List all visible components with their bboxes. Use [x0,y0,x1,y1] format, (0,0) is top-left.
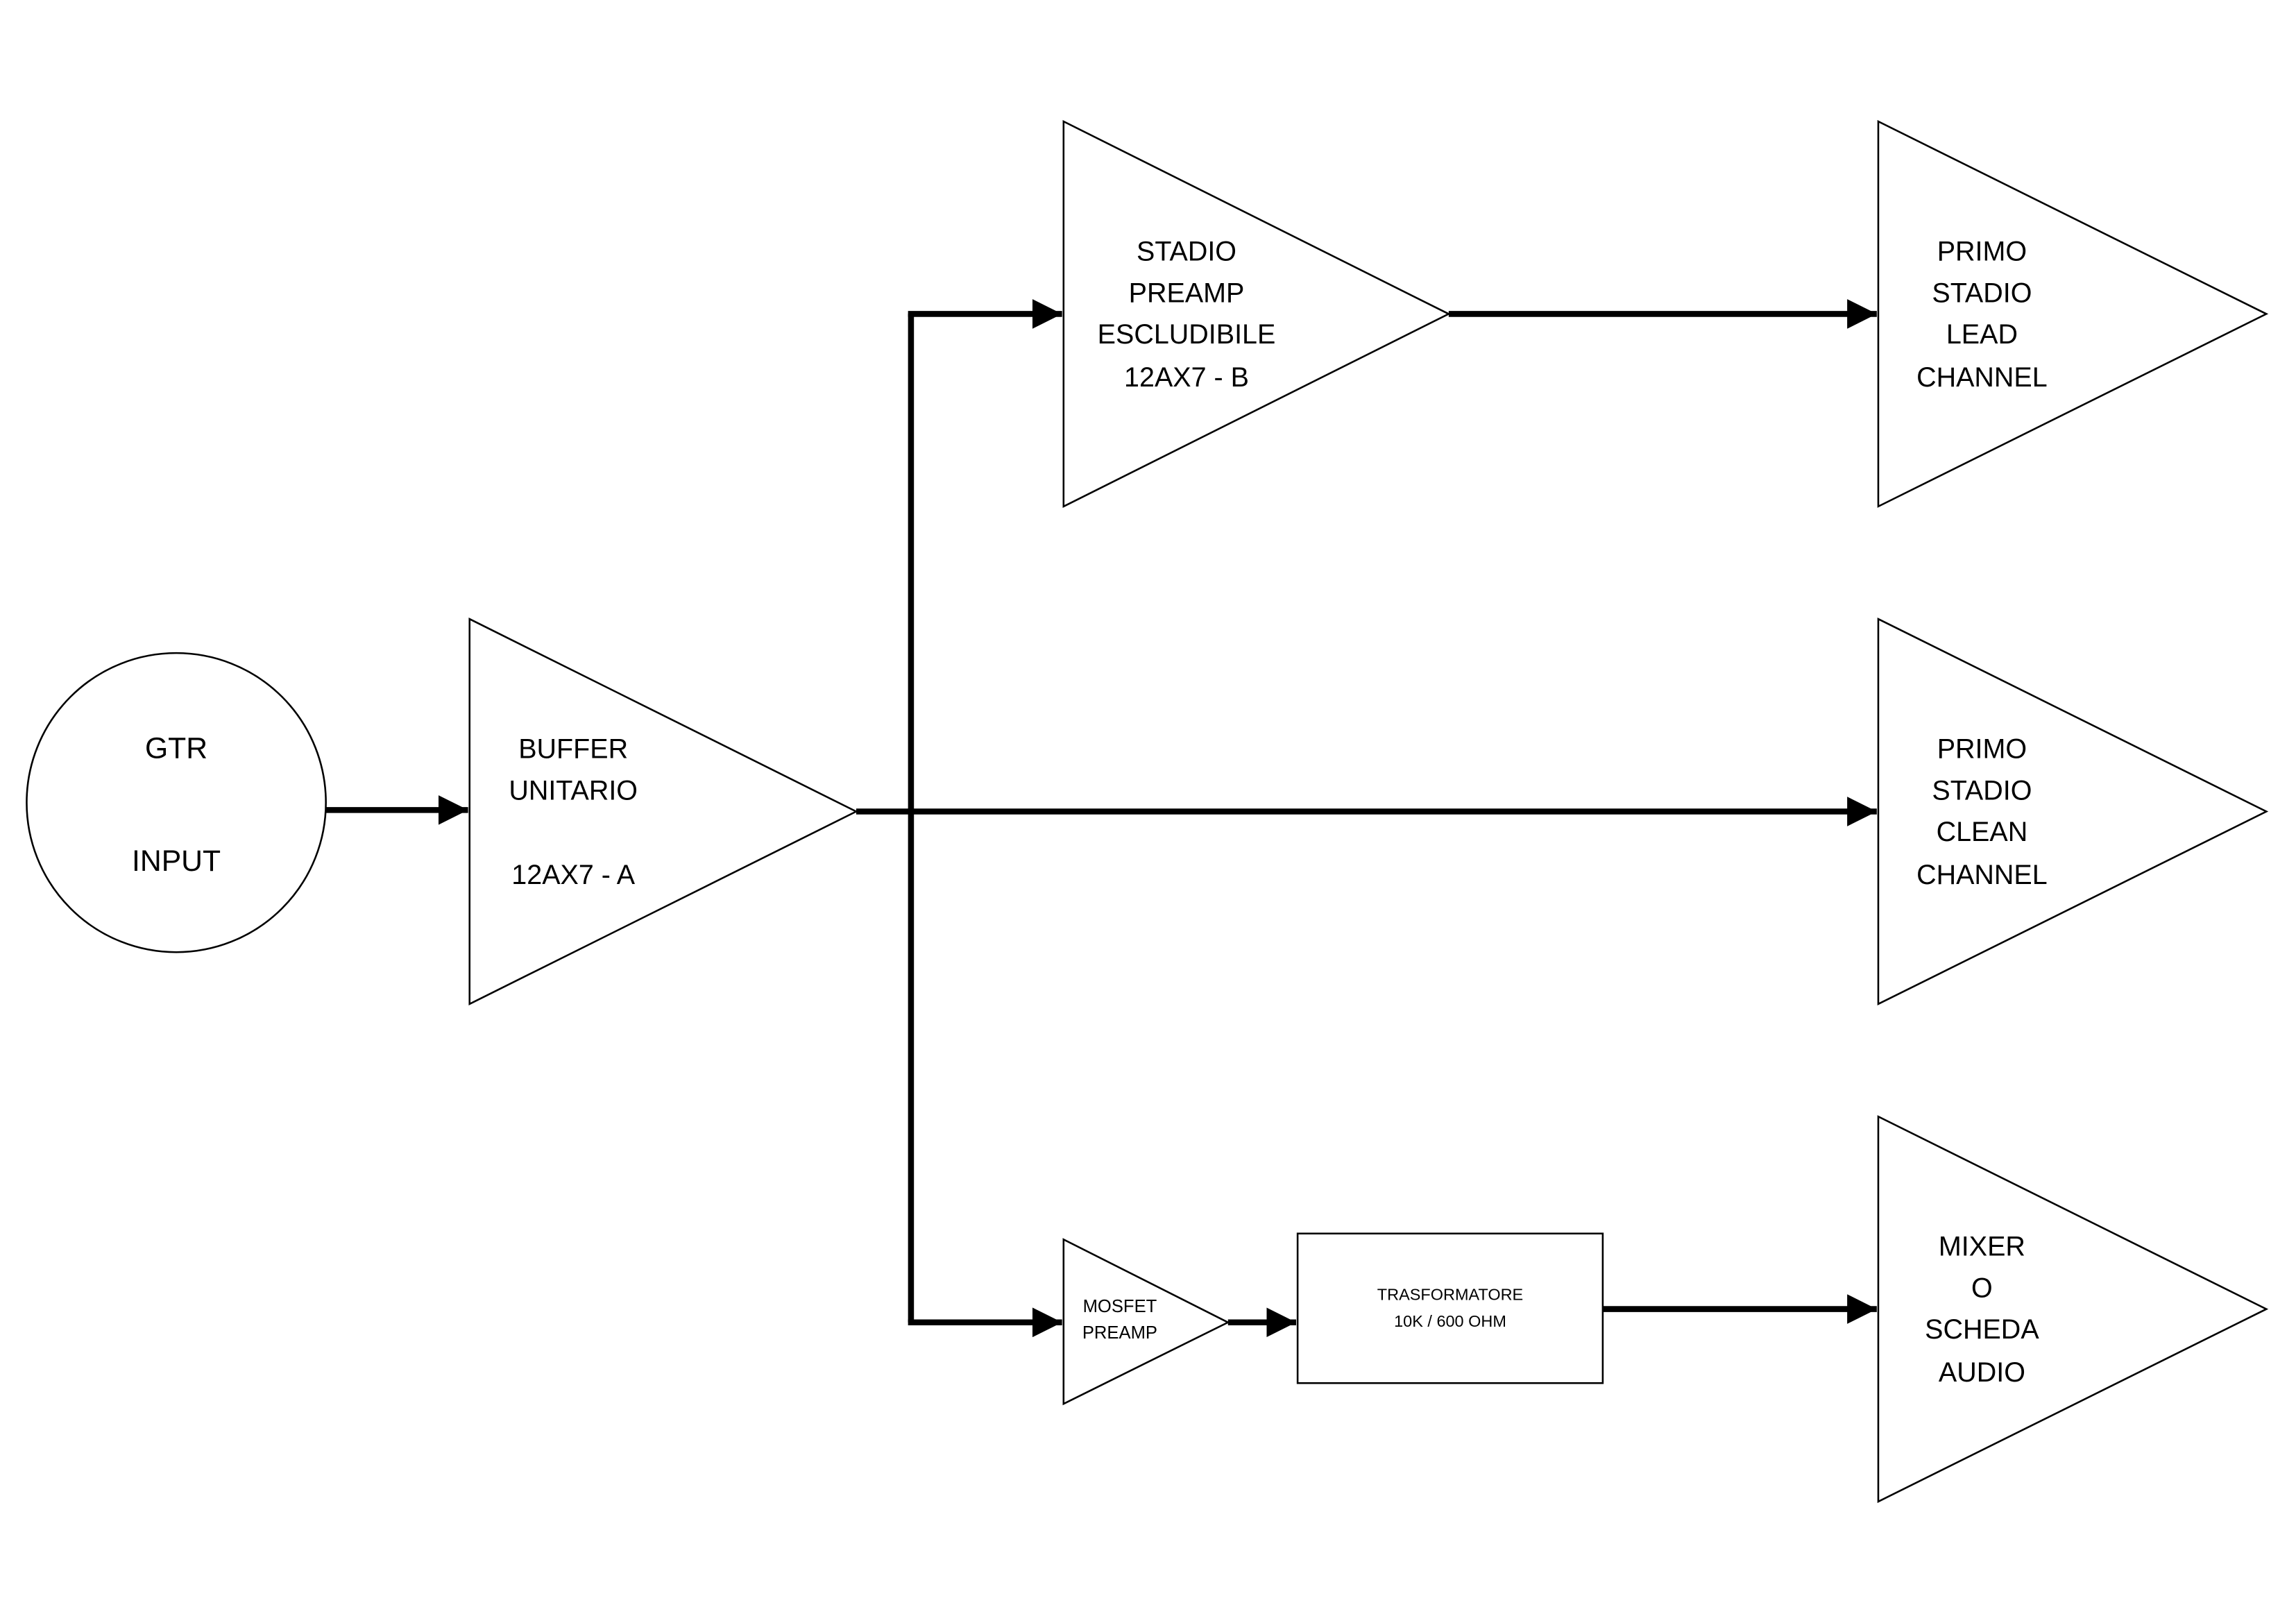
node-label: BUFFER [518,734,628,765]
node-label: SCHEDA [1925,1314,2039,1345]
node-label: PREAMP [1082,1323,1157,1343]
node-label: CHANNEL [1916,362,2048,393]
node-label: PRIMO [1937,734,2027,765]
node-label: O [1971,1273,1993,1303]
node-mixer-scheda-audio: MIXER O SCHEDA AUDIO [1877,1115,2269,1504]
node-label: CHANNEL [1916,860,2048,890]
node-label: STADIO [1932,775,2032,806]
node-label: MIXER [1939,1232,2025,1262]
node-label: 12AX7 - A [511,860,635,890]
node-primo-stadio-clean: PRIMO STADIO CLEAN CHANNEL [1877,617,2269,1006]
node-label: MOSFET [1083,1297,1157,1316]
node-label: PRIMO [1937,237,2027,267]
node-label: TRASFORMATORE [1377,1286,1523,1304]
node-label: GTR [145,732,207,765]
node-label: CLEAN [1937,817,2028,847]
node-mosfet-preamp: MOSFET PREAMP [1062,1238,1230,1406]
node-label: AUDIO [1939,1357,2025,1388]
node-label: INPUT [132,844,221,878]
node-label: ESCLUDIBILE [1098,319,1276,350]
node-label: UNITARIO [509,775,638,806]
node-label: 10K / 600 OHM [1394,1312,1506,1330]
node-label: STADIO [1932,278,2032,308]
node-primo-stadio-lead: PRIMO STADIO LEAD CHANNEL [1877,119,2269,508]
node-trasformatore: TRASFORMATORE 10K / 600 OHM [1296,1232,1604,1384]
node-label: STADIO [1137,237,1236,267]
node-label: PREAMP [1129,278,1245,308]
node-label: 12AX7 - B [1124,362,1249,393]
node-label: LEAD [1946,319,2018,350]
node-buffer-unitario: BUFFER UNITARIO 12AX7 - A [468,617,858,1006]
node-stadio-preamp: STADIO PREAMP ESCLUDIBILE 12AX7 - B [1062,119,1451,508]
node-gtr-input: GTR INPUT [26,652,327,953]
